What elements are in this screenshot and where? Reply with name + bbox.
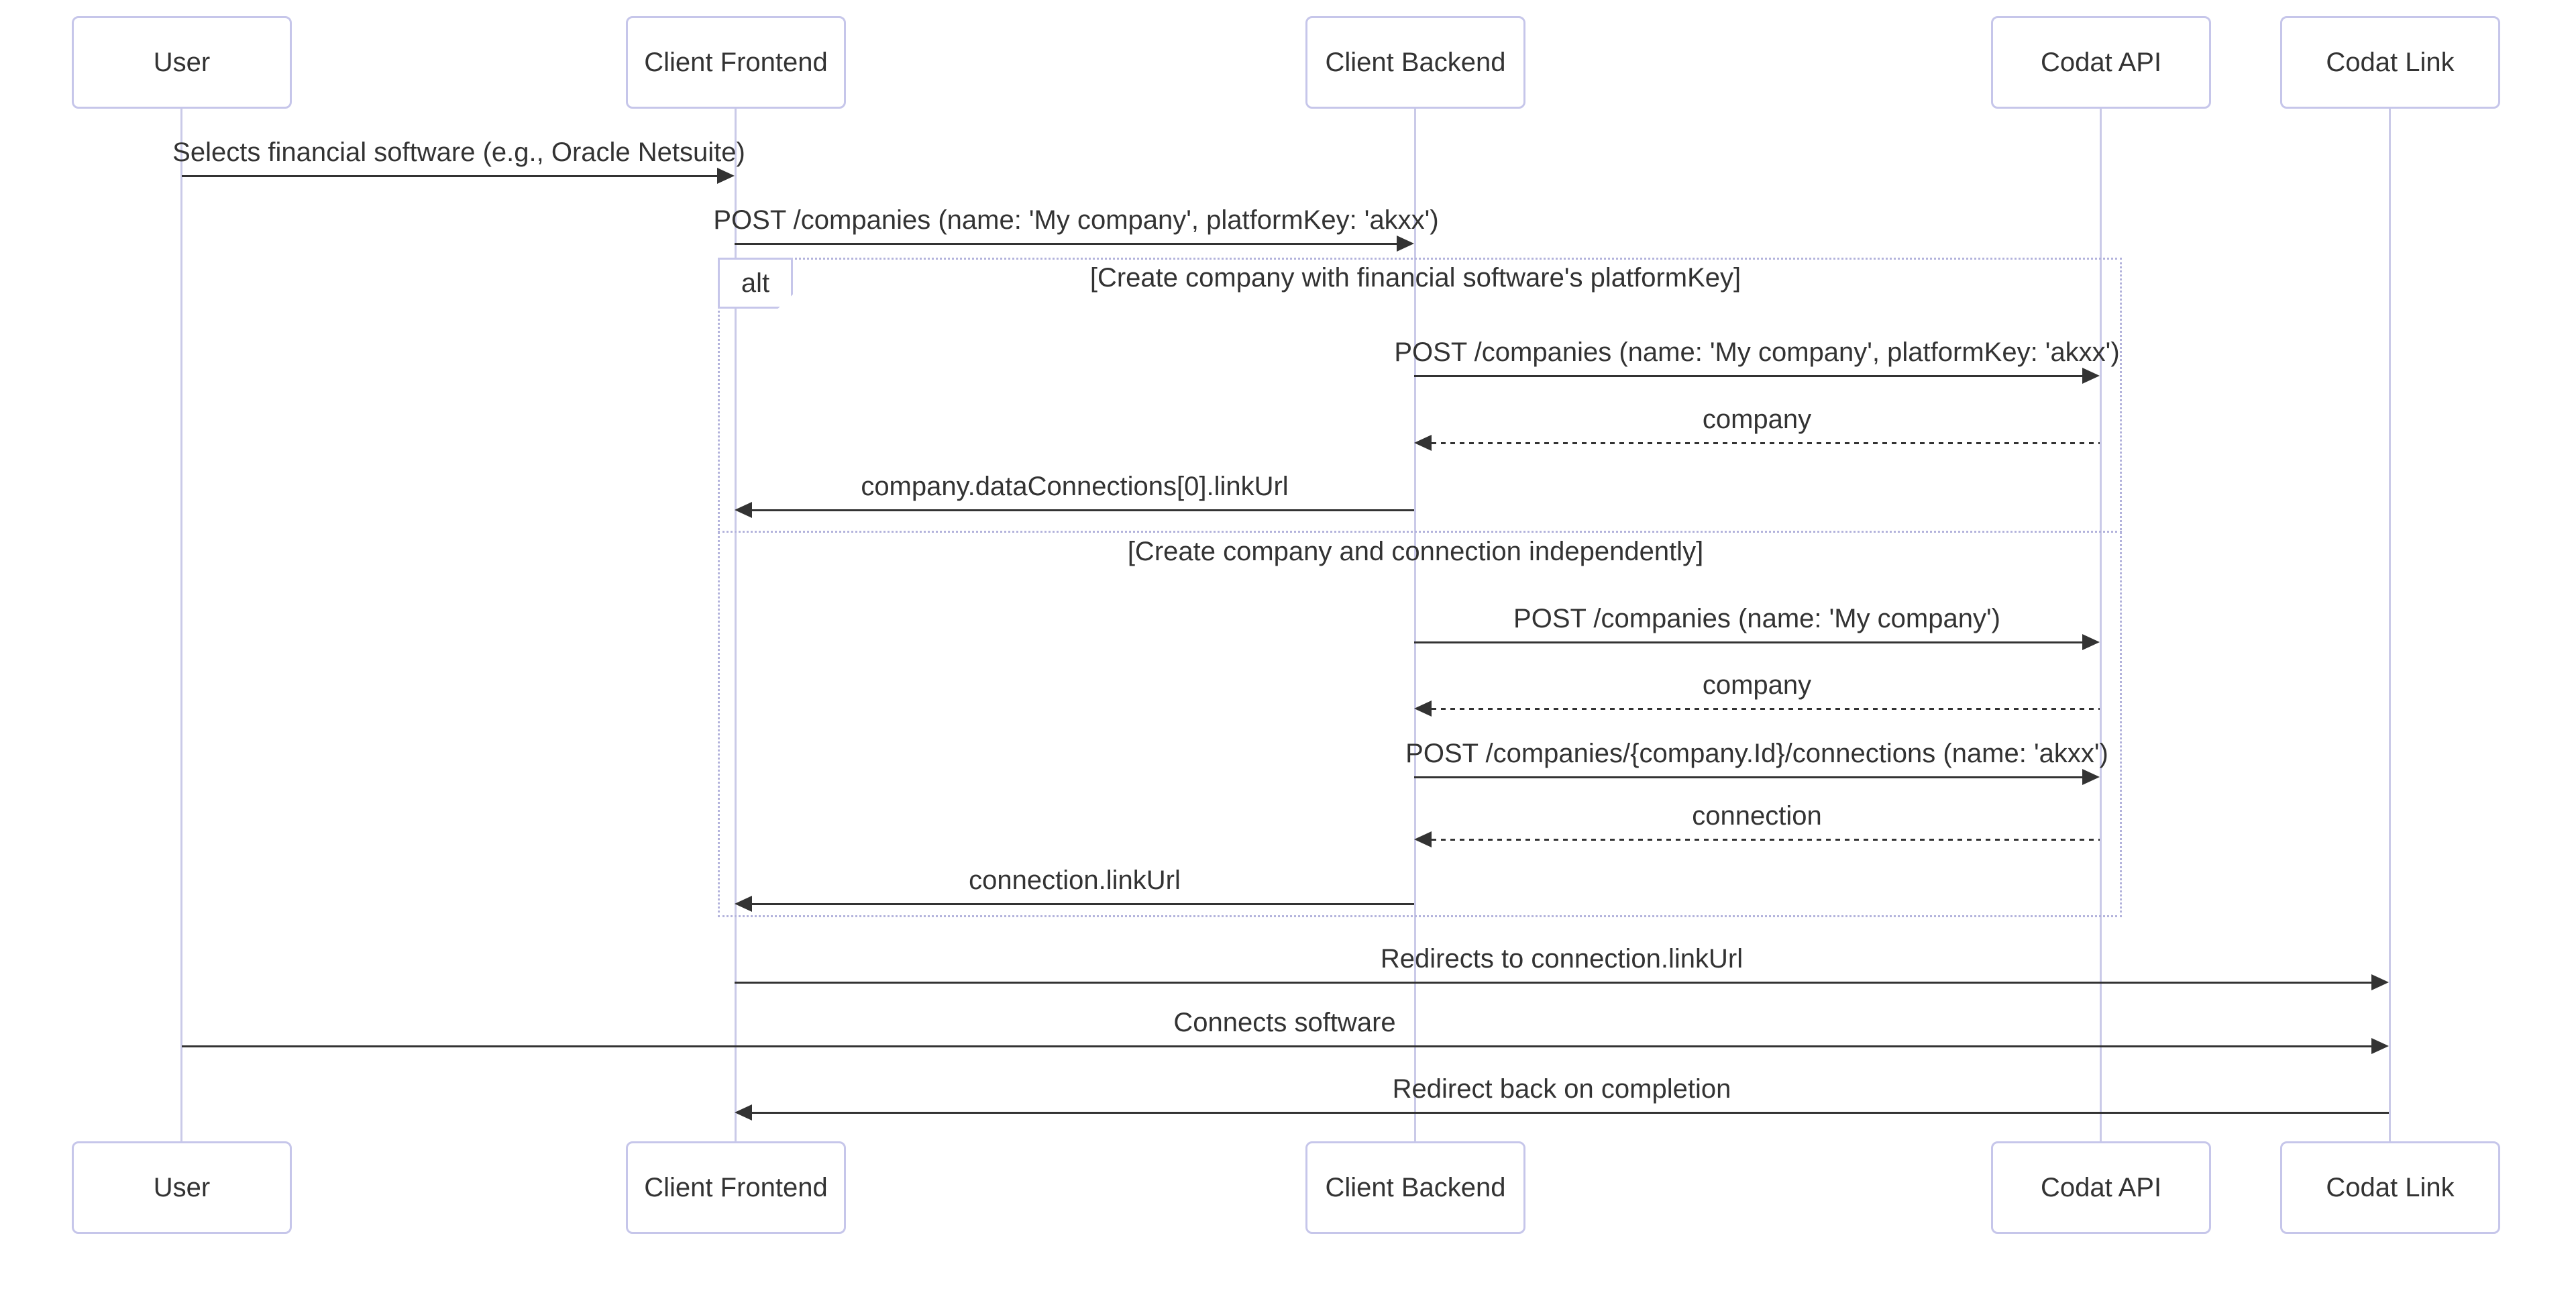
message-label: Redirects to connection.linkUrl — [1380, 944, 1743, 974]
message-line — [752, 509, 1414, 511]
message-label: company — [1702, 670, 1812, 700]
message-label: company — [1702, 405, 1812, 434]
message-line — [1414, 641, 2082, 643]
arrowhead-right-icon — [717, 168, 735, 184]
lifeline-codat-api — [2100, 109, 2102, 1141]
arrowhead-right-icon — [2371, 974, 2389, 990]
participant-label: Codat Link — [2326, 47, 2455, 77]
message-label: connection — [1692, 801, 1822, 831]
arrowhead-left-icon — [1414, 435, 1432, 451]
arrowhead-right-icon — [2371, 1038, 2389, 1054]
arrowhead-left-icon — [735, 896, 752, 912]
message-line — [735, 982, 2371, 984]
message-line-dashed — [1432, 708, 2100, 710]
participant-label: Client Frontend — [644, 1172, 828, 1202]
message-line-dashed — [1432, 442, 2100, 444]
message-line — [182, 175, 717, 177]
message-line — [182, 1045, 2371, 1047]
participant-label: Codat API — [2040, 1172, 2162, 1202]
participant-bottom-client-backend: Client Backend — [1305, 1141, 1525, 1234]
message-label: company.dataConnections[0].linkUrl — [861, 472, 1289, 501]
arrowhead-right-icon — [2082, 634, 2100, 650]
arrowhead-left-icon — [735, 502, 752, 518]
message-line-dashed — [1432, 839, 2100, 841]
message-label: connection.linkUrl — [969, 866, 1181, 895]
participant-label: Client Backend — [1325, 1172, 1506, 1202]
message-line — [1414, 375, 2082, 377]
participant-label: Client Frontend — [644, 47, 828, 77]
lifeline-codat-link — [2389, 109, 2391, 1141]
participant-label: Client Backend — [1325, 47, 1506, 77]
participant-bottom-codat-api: Codat API — [1991, 1141, 2211, 1234]
participant-label: Codat Link — [2326, 1172, 2455, 1202]
alt-operator-label: alt — [718, 258, 793, 309]
participant-bottom-user: User — [72, 1141, 292, 1234]
lifeline-user — [180, 109, 182, 1141]
arrowhead-left-icon — [1414, 700, 1432, 717]
alt-branch-2-condition: [Create company and connection independe… — [1127, 537, 1704, 566]
arrowhead-right-icon — [2082, 769, 2100, 785]
participant-top-codat-link: Codat Link — [2280, 16, 2500, 109]
participant-label: Codat API — [2040, 47, 2162, 77]
message-line — [735, 243, 1397, 245]
arrowhead-left-icon — [1414, 831, 1432, 847]
participant-bottom-codat-link: Codat Link — [2280, 1141, 2500, 1234]
message-label: POST /companies/{company.Id}/connections… — [1405, 739, 2108, 768]
arrowhead-right-icon — [2082, 368, 2100, 384]
participant-top-client-frontend: Client Frontend — [626, 16, 846, 109]
message-line — [752, 903, 1414, 905]
message-label: POST /companies (name: 'My company', pla… — [1394, 337, 2120, 367]
message-label: Selects financial software (e.g., Oracle… — [172, 138, 745, 167]
participant-label: User — [153, 47, 211, 77]
lifeline-client-frontend — [735, 109, 737, 1141]
participant-bottom-client-frontend: Client Frontend — [626, 1141, 846, 1234]
participant-top-client-backend: Client Backend — [1305, 16, 1525, 109]
message-line — [1414, 776, 2082, 778]
arrowhead-left-icon — [735, 1104, 752, 1121]
message-label: POST /companies (name: 'My company') — [1513, 604, 2000, 633]
participant-top-codat-api: Codat API — [1991, 16, 2211, 109]
alt-fragment-divider — [718, 531, 2122, 533]
message-label: POST /companies (name: 'My company', pla… — [713, 205, 1439, 235]
alt-fragment-frame — [718, 258, 2122, 917]
participant-label: User — [153, 1172, 211, 1202]
participant-top-user: User — [72, 16, 292, 109]
message-label: Redirect back on completion — [1392, 1074, 1731, 1104]
lifeline-client-backend — [1414, 109, 1416, 1141]
message-line — [752, 1112, 2389, 1114]
message-label: Connects software — [1173, 1008, 1396, 1037]
alt-branch-1-condition: [Create company with financial software'… — [1089, 263, 1741, 293]
arrowhead-right-icon — [1397, 236, 1414, 252]
